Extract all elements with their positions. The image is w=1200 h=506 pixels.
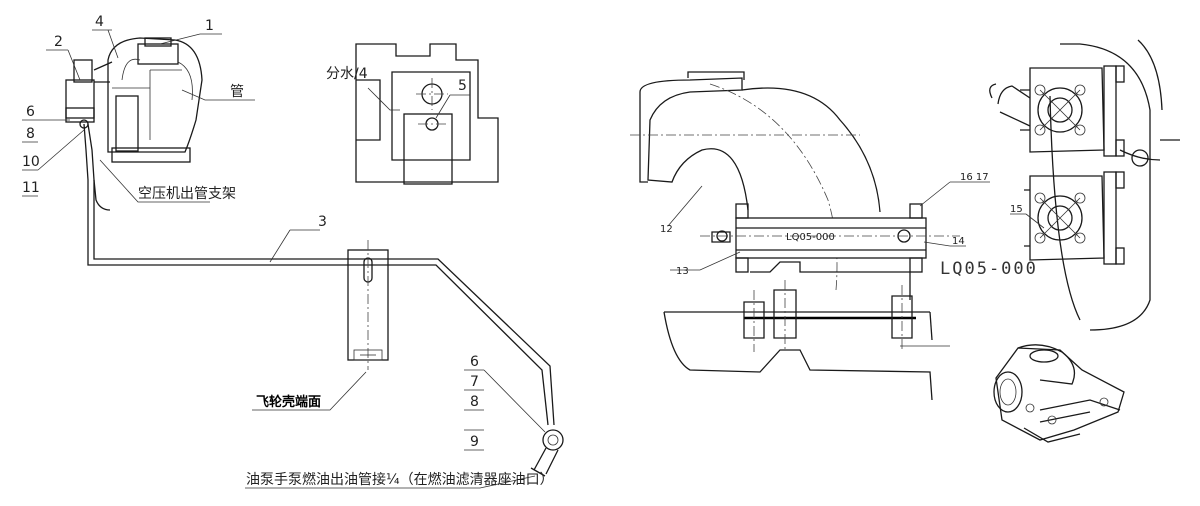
labels: 1 2 3 4 5 6 8 10 11 6 7 8 9 12 13 14 15 …: [22, 14, 1038, 488]
label-6a: 6: [26, 104, 35, 120]
label-part-code-inner: LQ05-000: [786, 232, 835, 243]
label-9: 9: [470, 434, 479, 450]
label-11: 11: [22, 180, 40, 196]
water-divider-detail-view: [355, 43, 499, 185]
label-4: 4: [95, 14, 104, 30]
label-3: 3: [318, 214, 327, 230]
label-guan: 管: [230, 84, 244, 100]
label-flywheel-housing: 飞轮壳端面: [256, 394, 321, 410]
label-6b: 6: [470, 354, 479, 370]
isometric-inset: [993, 344, 1125, 443]
label-1: 1: [205, 18, 214, 34]
label-12: 12: [660, 224, 673, 235]
compressor-assembly-view: [22, 29, 564, 489]
label-13: 13: [676, 266, 689, 277]
label-7: 7: [470, 374, 479, 390]
label-part-code-outer: LQ05-000: [940, 259, 1038, 279]
label-fuel-note: 油泵手泵燃油出油管接¼（在燃油滤清器座油口）: [246, 471, 554, 488]
label-10: 10: [22, 154, 40, 170]
label-16-17: 16 17: [960, 172, 989, 183]
label-5: 5: [458, 78, 467, 94]
label-compressor-bracket: 空压机出管支架: [138, 186, 236, 202]
label-14: 14: [952, 236, 965, 247]
label-8a: 8: [26, 126, 35, 142]
elbow-pipe-view: [630, 71, 990, 401]
label-15: 15: [1010, 204, 1023, 215]
label-8b: 8: [470, 394, 479, 410]
label-water-divider: 分水/4: [326, 66, 368, 82]
flange-plates-view: [989, 39, 1180, 331]
label-2: 2: [54, 34, 63, 50]
